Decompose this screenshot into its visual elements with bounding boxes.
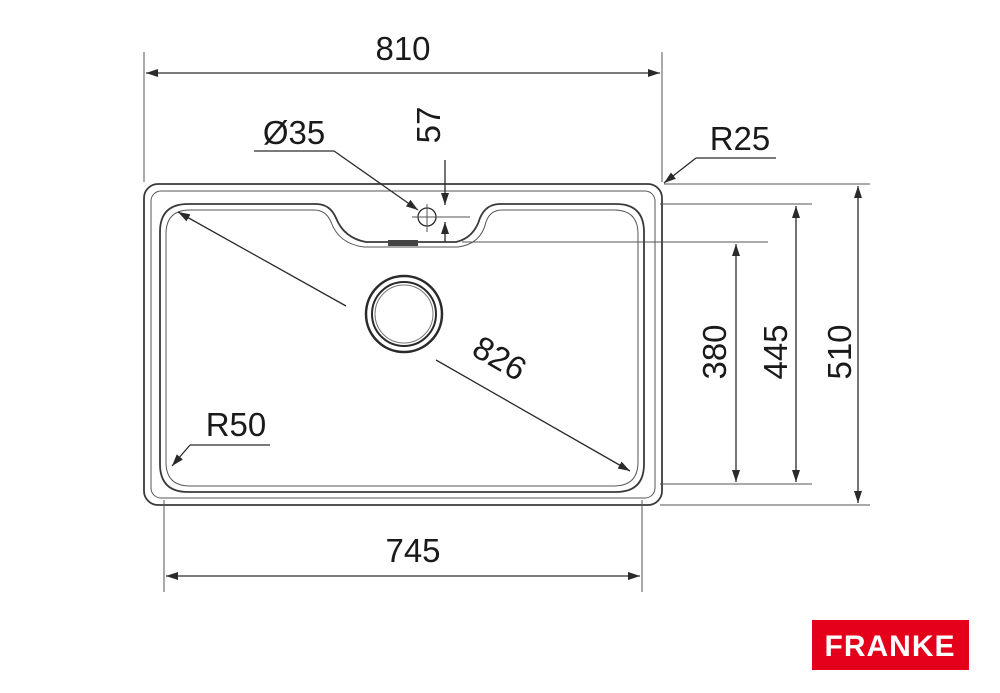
sink-bowl-outline	[159, 203, 645, 493]
dim-label-826: 826	[467, 328, 533, 388]
dim-leader-r25	[663, 157, 697, 184]
dim-leader-r50	[171, 444, 191, 467]
dim-label-r50: R50	[206, 406, 267, 443]
dim-label-445: 445	[757, 324, 794, 379]
franke-logo: FRANKE	[812, 620, 969, 670]
dim-label-510: 510	[821, 324, 858, 379]
dim-label-57: 57	[410, 107, 447, 144]
sink-outer-rim	[143, 183, 663, 506]
drain-inner	[371, 281, 437, 347]
sink-bowl-inner-edge	[165, 209, 639, 487]
overflow-slot	[388, 240, 418, 246]
sink-rim-inner-edge	[150, 190, 656, 499]
dim-label-35: Ø35	[263, 114, 325, 151]
drain-outer	[364, 274, 444, 354]
dim-label-745: 745	[385, 532, 440, 569]
dim-line-826-lower	[435, 359, 631, 472]
dim-label-810: 810	[375, 30, 430, 67]
dim-label-r25: R25	[710, 120, 771, 157]
franke-logo-text: FRANKE	[825, 630, 956, 663]
dim-line-826-upper	[177, 211, 347, 307]
dim-leader-35	[333, 150, 419, 211]
dim-label-380: 380	[696, 324, 733, 379]
